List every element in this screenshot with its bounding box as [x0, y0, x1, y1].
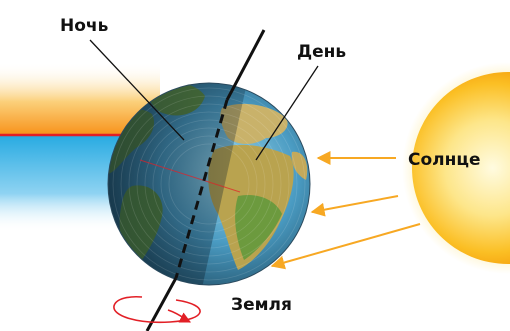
earth-label: Земля [231, 295, 292, 315]
rotation-arrow-icon [113, 295, 201, 324]
day-label: День [297, 42, 346, 62]
sun-icon [402, 62, 510, 274]
sun-ray-arrows [270, 151, 421, 270]
sun-label: Солнце [408, 150, 480, 170]
night-label: Ночь [60, 16, 108, 36]
label-leader-lines [89, 39, 319, 161]
